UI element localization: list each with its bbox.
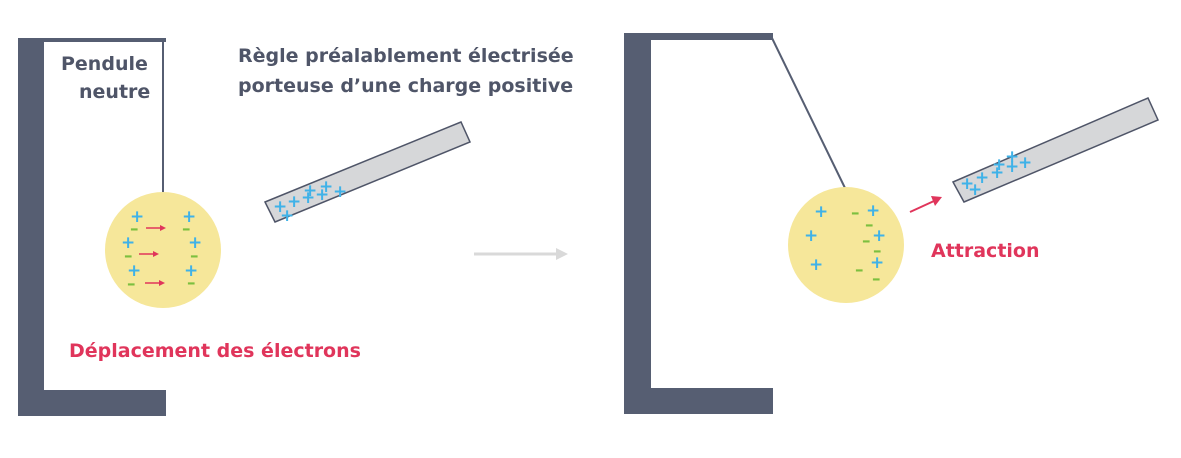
attraction-label: Attraction xyxy=(931,240,1040,262)
positive-charge: + xyxy=(872,226,886,246)
negative-charge: – xyxy=(127,274,136,294)
positive-charge: + xyxy=(870,253,884,273)
positive-charge: + xyxy=(315,185,329,205)
arrow-head xyxy=(159,280,165,286)
positive-charge: + xyxy=(188,233,202,253)
positive-charge: + xyxy=(130,207,144,227)
displacement-label: Déplacement des électrons xyxy=(69,340,361,362)
positive-charge: + xyxy=(303,181,317,201)
right-pendulum-sphere xyxy=(788,187,904,303)
positive-charge: + xyxy=(1005,157,1019,177)
arrow-head xyxy=(153,251,159,257)
negative-charge: – xyxy=(855,260,864,280)
positive-charge: + xyxy=(182,207,196,227)
transition-arrow-head xyxy=(556,248,568,260)
right-stand xyxy=(624,33,773,414)
positive-charge: + xyxy=(333,182,347,202)
attraction-arrow-shaft xyxy=(909,200,935,213)
positive-charge: + xyxy=(814,202,828,222)
positive-charge: + xyxy=(1018,153,1032,173)
positive-charge: + xyxy=(866,201,880,221)
negative-charge: – xyxy=(130,219,139,239)
negative-charge: – xyxy=(851,203,860,223)
ruler-label-line1: Règle préalablement électrisée xyxy=(238,45,574,67)
left-charged-ruler: + + + + + + + + xyxy=(263,121,472,226)
right-panel: + + + – + – + – – + – – + + + + + + + xyxy=(624,33,1160,414)
positive-charge: + xyxy=(975,168,989,188)
positive-charge: + xyxy=(319,177,333,197)
left-panel: + – + – + – + – + – + – Pendule neutre xyxy=(18,38,574,416)
negative-charge: – xyxy=(187,273,196,293)
pendulum-label-line2: neutre xyxy=(79,81,150,103)
positive-charge: + xyxy=(127,261,141,281)
left-stand xyxy=(18,38,166,416)
attraction-arrow xyxy=(909,196,942,213)
electron-displacement-arrows xyxy=(139,225,166,286)
transition-arrow xyxy=(474,248,568,260)
negative-charge: – xyxy=(862,231,871,251)
arrow-head xyxy=(160,225,166,231)
negative-charge: – xyxy=(865,215,874,235)
left-sphere-charges: + – + – + – + – + – + – xyxy=(121,207,202,294)
negative-charge: – xyxy=(190,246,199,266)
right-sphere-charges: + + + – + – + – – + – – xyxy=(804,201,886,289)
negative-charge: – xyxy=(873,241,882,261)
positive-charge: + xyxy=(804,226,818,246)
positive-charge: + xyxy=(280,206,294,226)
negative-charge: – xyxy=(182,219,191,239)
positive-charge: + xyxy=(960,174,974,194)
ruler-body xyxy=(951,97,1160,203)
positive-charge: + xyxy=(184,261,198,281)
negative-charge: – xyxy=(124,246,133,266)
positive-charge: + xyxy=(287,192,301,212)
positive-charge: + xyxy=(1005,147,1019,167)
attraction-arrow-head xyxy=(931,196,942,206)
negative-charge: – xyxy=(872,269,881,289)
positive-charge: + xyxy=(992,155,1006,175)
positive-charge: + xyxy=(809,255,823,275)
right-charged-ruler: + + + + + + + + xyxy=(951,97,1160,203)
positive-charge: + xyxy=(273,197,287,217)
positive-charge: + xyxy=(301,188,315,208)
positive-charge: + xyxy=(990,163,1004,183)
positive-charge: + xyxy=(121,233,135,253)
ruler-label-line2: porteuse d’une charge positive xyxy=(238,75,573,97)
pendulum-label-line1: Pendule xyxy=(61,53,148,75)
ruler-body xyxy=(263,121,472,223)
right-pendulum-string xyxy=(770,35,846,189)
left-pendulum-sphere xyxy=(105,192,221,308)
positive-charge: + xyxy=(968,180,982,200)
